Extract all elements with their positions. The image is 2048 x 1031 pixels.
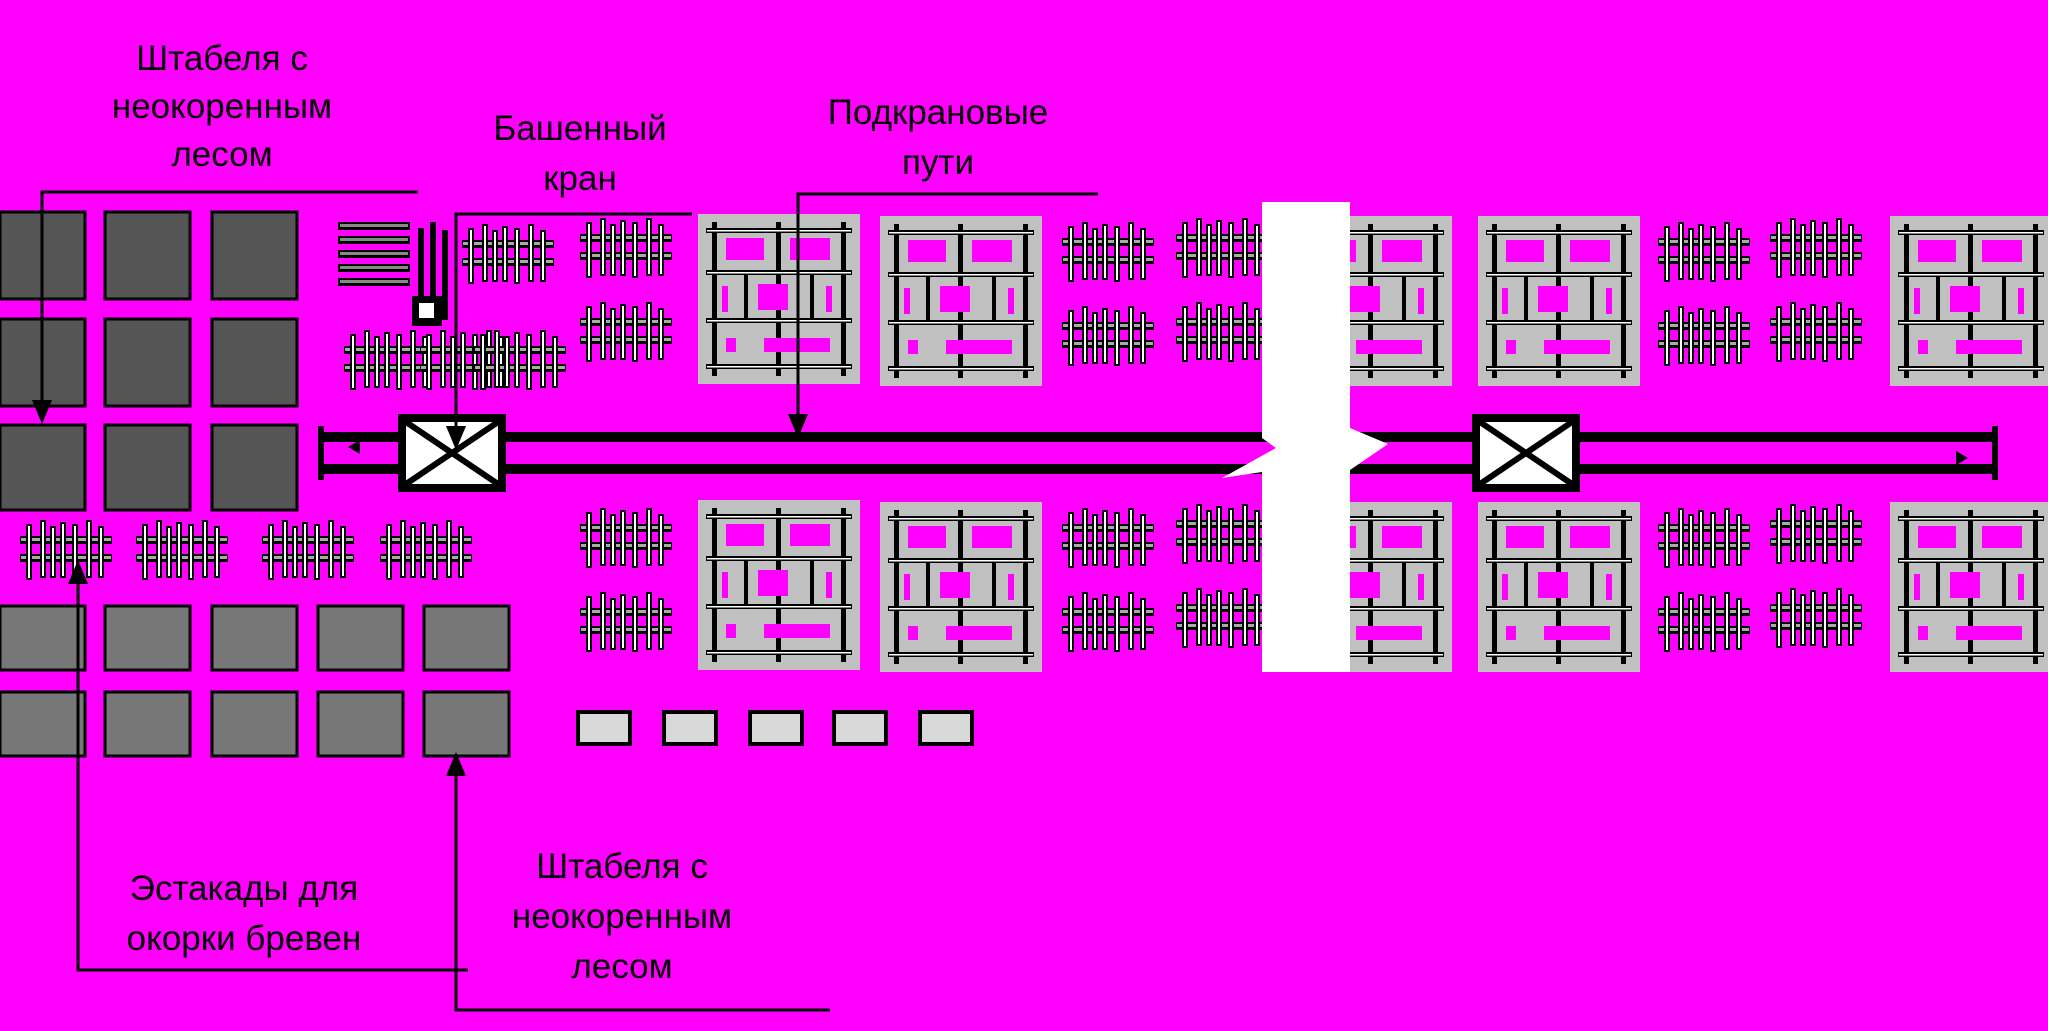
stack-medium [316, 604, 405, 672]
pallet-block [1890, 502, 2048, 672]
trestle [136, 520, 228, 580]
pallet-block [880, 502, 1042, 672]
leader-lines [40, 190, 1098, 1012]
label-line: Башенный [493, 109, 666, 148]
stack-dark [210, 317, 299, 408]
pallet-block [1890, 216, 2048, 386]
trestle [262, 520, 354, 580]
log-rack [580, 508, 672, 568]
label-line: Эстакады для [130, 869, 358, 908]
break-mark [1222, 202, 1388, 672]
racks-lower-row [1062, 504, 1862, 652]
bin [918, 710, 974, 746]
log-rack [462, 224, 554, 284]
tower-crane-trolley [1476, 418, 1576, 488]
bin [662, 710, 718, 746]
stack-dark [0, 423, 87, 512]
label-line: неокоренным [512, 897, 732, 936]
stack-dark [103, 423, 192, 512]
label-line: неокоренным [112, 87, 332, 126]
log-rack [580, 302, 672, 362]
pallet-block [1478, 216, 1640, 386]
stack-medium [103, 690, 192, 758]
label-debarking-trestles: Эстакады для окорки бревен [127, 869, 362, 958]
pallet-block [698, 214, 860, 384]
debarking-trestles [20, 520, 472, 580]
log-rack [580, 218, 672, 278]
label-line: Штабеля с [536, 847, 708, 886]
label-line: окорки бревен [127, 919, 362, 958]
stack-medium [0, 690, 87, 758]
crane-tracks [318, 426, 1998, 480]
label-line: пути [902, 143, 974, 182]
label-line: лесом [571, 947, 672, 986]
stack-medium [0, 604, 87, 672]
stack-medium [210, 604, 299, 672]
bin [748, 710, 804, 746]
stack-medium [316, 690, 405, 758]
label-line: лесом [171, 135, 272, 174]
crane-mast [412, 222, 448, 326]
label-crane-tracks: Подкрановые пути [828, 93, 1049, 182]
racks-upper-row [1062, 218, 1862, 366]
stacks-medium-grid [0, 604, 511, 758]
stack-dark [210, 210, 299, 301]
log-rack [580, 592, 672, 652]
label-stacks-top: Штабеля с неокоренным лесом [112, 39, 332, 174]
label-stacks-bottom: Штабеля с неокоренным лесом [512, 847, 732, 986]
leader-arrowheads [32, 400, 808, 776]
label-line: Штабеля с [136, 39, 308, 78]
stack-dark [210, 423, 299, 512]
pallet-block [698, 500, 860, 670]
trestle [20, 520, 112, 580]
bin [576, 710, 632, 746]
stack-dark [103, 317, 192, 408]
stack-medium [422, 604, 511, 672]
stacks-dark-grid [0, 210, 299, 512]
trestle [380, 520, 472, 580]
pallet-block [880, 216, 1042, 386]
small-bins [576, 710, 974, 746]
stack-medium [103, 604, 192, 672]
stack-medium [422, 690, 511, 758]
log-bundle [338, 222, 410, 286]
bin [832, 710, 888, 746]
label-tower-crane: Башенный кран [493, 109, 666, 198]
stack-medium [210, 690, 299, 758]
label-line: кран [543, 159, 617, 198]
stack-dark [103, 210, 192, 301]
pallet-block [1478, 502, 1640, 672]
label-line: Подкрановые [828, 93, 1049, 132]
